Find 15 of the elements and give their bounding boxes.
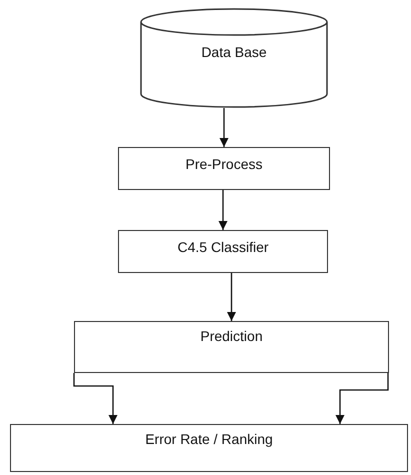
arrow xyxy=(220,108,228,147)
database-cylinder xyxy=(140,8,328,108)
process-box xyxy=(10,424,408,472)
process-box xyxy=(118,147,330,190)
arrow xyxy=(218,190,228,230)
node-label: Pre-Process xyxy=(185,156,263,174)
process-box xyxy=(74,321,389,373)
node-label: Data Base xyxy=(201,44,267,62)
node-label: Prediction xyxy=(200,328,263,346)
node-label: C4.5 Classifier xyxy=(177,239,269,257)
arrow xyxy=(336,373,389,424)
node-label: Error Rate / Ranking xyxy=(145,431,273,449)
arrow xyxy=(73,373,118,424)
arrow xyxy=(227,273,236,321)
process-box xyxy=(118,230,328,273)
